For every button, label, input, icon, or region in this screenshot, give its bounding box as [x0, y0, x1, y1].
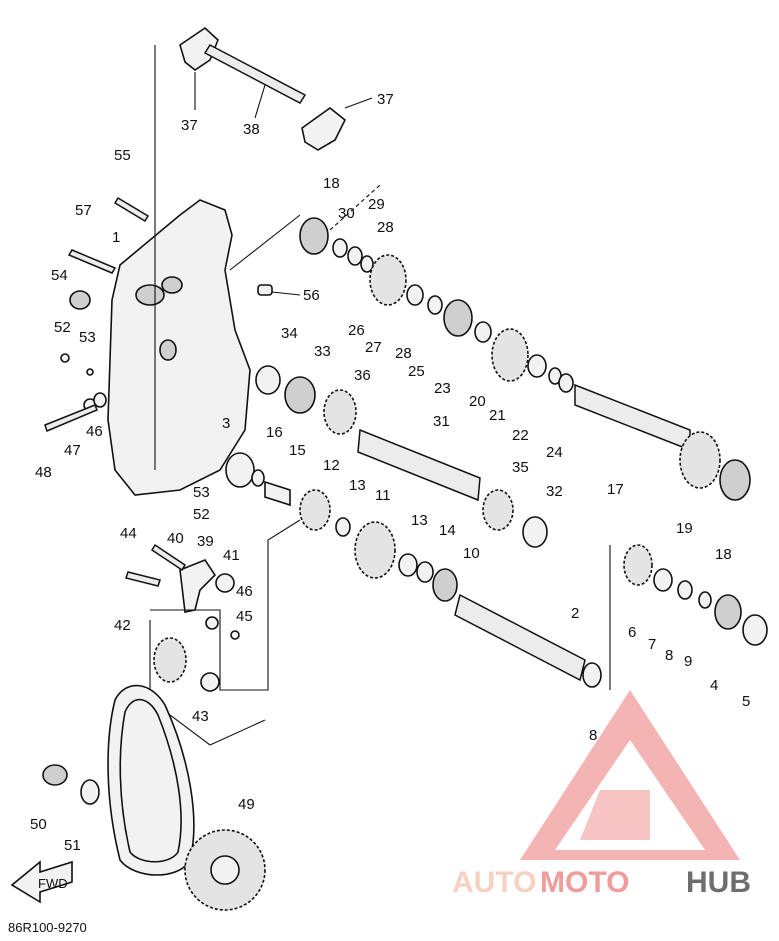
callout-label: 53: [79, 329, 96, 346]
bottom-left-parts: [42, 764, 100, 805]
callout-label: 9: [684, 653, 692, 670]
callout-label: 53: [193, 484, 210, 501]
watermark-text-moto: MOTO: [540, 866, 629, 899]
callout-label: 18: [323, 175, 340, 192]
callout-label: 42: [114, 617, 131, 634]
callout-labels: 1 2 3 4 5 6 7 8 8 9 10 11 12 13 13 14 15…: [30, 91, 750, 854]
shift-fork-assembly: [179, 26, 373, 151]
crankcase-cover: [107, 45, 251, 496]
callout-label: 5: [742, 693, 750, 710]
callout-label: 49: [238, 796, 255, 813]
forward-direction-arrow: FWD: [10, 860, 73, 904]
arrow-icon: [10, 860, 73, 904]
callout-label: 28: [395, 345, 412, 362]
callout-label: 54: [51, 267, 68, 284]
callout-label: 30: [338, 205, 355, 222]
callout-label: 23: [434, 380, 451, 397]
callout-label: 18: [715, 546, 732, 563]
callout-label: 41: [223, 547, 240, 564]
callout-label: 47: [64, 442, 81, 459]
callout-label: 43: [192, 708, 209, 725]
callout-label: 13: [349, 477, 366, 494]
callout-label: 50: [30, 816, 47, 833]
callout-label: 7: [648, 636, 656, 653]
callout-label: 1: [112, 229, 120, 246]
callout-label: 15: [289, 442, 306, 459]
callout-label: 36: [354, 367, 371, 384]
callout-label: 52: [193, 506, 210, 523]
drive-belt-sprocket: [107, 684, 266, 911]
callout-label: 8: [665, 647, 673, 664]
callout-label: 35: [512, 459, 529, 476]
callout-label: 52: [54, 319, 71, 336]
callout-label: 37: [377, 91, 394, 108]
callout-label: 10: [463, 545, 480, 562]
reference-code: 86R100-9270: [8, 920, 87, 935]
callout-label: 33: [314, 343, 331, 360]
callout-label: 46: [236, 583, 253, 600]
callout-label: 29: [368, 196, 385, 213]
callout-label: 12: [323, 457, 340, 474]
upper-shaft-stack: [229, 184, 751, 501]
watermark-text-auto: AUTO: [452, 866, 536, 899]
callout-label: 34: [281, 325, 298, 342]
callout-label: 25: [408, 363, 425, 380]
callout-label: 32: [546, 483, 563, 500]
callout-label: 45: [236, 608, 253, 625]
callout-label: 27: [365, 339, 382, 356]
callout-label: 20: [469, 393, 486, 410]
lever-assembly: [125, 519, 301, 746]
callout-label: 3: [222, 415, 230, 432]
callout-label: 4: [710, 677, 718, 694]
callout-label: 8: [589, 727, 597, 744]
direction-label: FWD: [38, 876, 68, 891]
callout-label: 31: [433, 413, 450, 430]
callout-label: 51: [64, 837, 81, 854]
callout-label: 57: [75, 202, 92, 219]
callout-label: 39: [197, 533, 214, 550]
callout-label: 37: [181, 117, 198, 134]
left-bearings: [225, 365, 316, 507]
callout-label: 16: [266, 424, 283, 441]
callout-label: 56: [303, 287, 320, 304]
callout-label: 17: [607, 481, 624, 498]
callout-label: 26: [348, 322, 365, 339]
callout-label: 55: [114, 147, 131, 164]
callout-label: 22: [512, 427, 529, 444]
callout-label: 40: [167, 530, 184, 547]
callout-label: 38: [243, 121, 260, 138]
callout-label: 2: [571, 605, 579, 622]
callout-label: 44: [120, 525, 137, 542]
callout-label: 6: [628, 624, 636, 641]
callout-label: 48: [35, 464, 52, 481]
lower-shaft-stack: [299, 489, 602, 688]
middle-shaft: [323, 389, 548, 548]
watermark-logo: AUTO MOTO HUB: [452, 690, 751, 899]
right-lower-stack: [609, 544, 768, 690]
cover-fasteners: [44, 196, 301, 433]
callout-label: 46: [86, 423, 103, 440]
callout-label: 28: [377, 219, 394, 236]
callout-label: 11: [375, 487, 391, 504]
watermark-text-hub: HUB: [686, 866, 751, 899]
callout-label: 24: [546, 444, 563, 461]
callout-label: 14: [439, 522, 456, 539]
callout-label: 19: [676, 520, 693, 537]
callout-label: 13: [411, 512, 428, 529]
callout-label: 21: [489, 407, 506, 424]
